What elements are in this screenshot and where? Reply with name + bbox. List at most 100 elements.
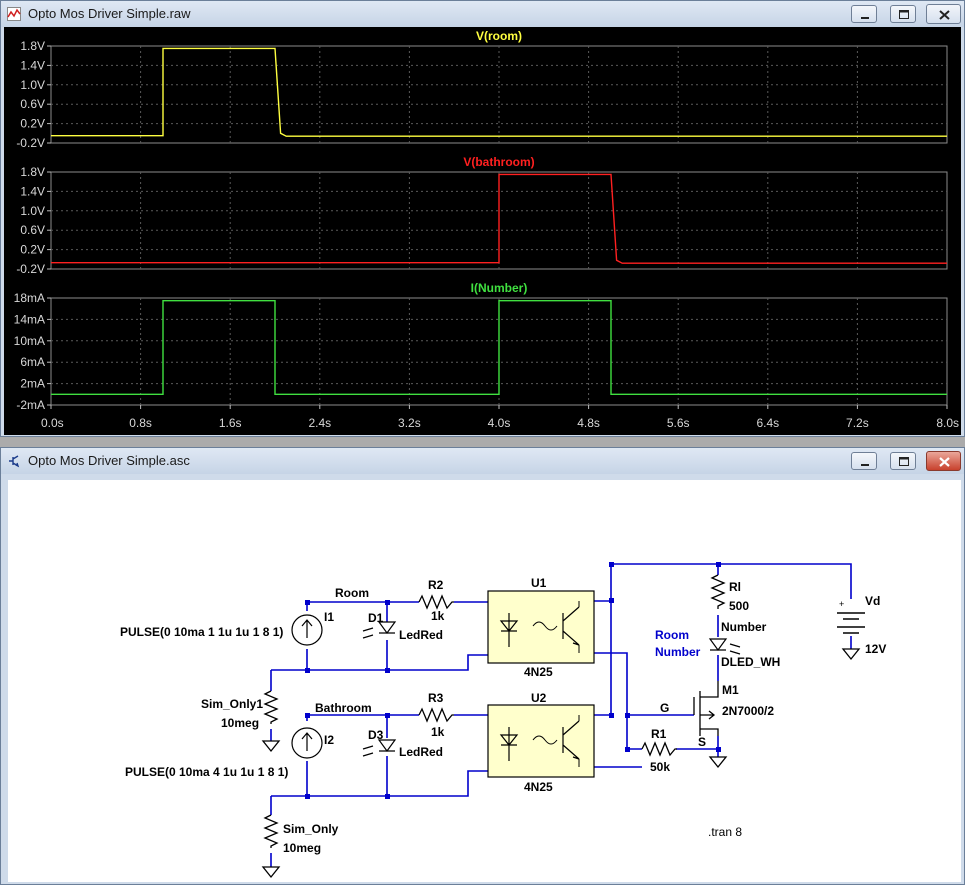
label-r2-value: 1k <box>431 609 445 623</box>
label-number-net: Number <box>721 620 767 634</box>
junction-dots <box>305 562 721 799</box>
x-tick-label: 7.2s <box>846 416 869 430</box>
minimize-icon <box>861 17 869 19</box>
y-tick-label: 0.6V <box>20 223 45 237</box>
resistors <box>263 574 726 848</box>
minimize-button[interactable] <box>851 5 877 23</box>
wires <box>270 563 852 867</box>
label-r1-value: 50k <box>650 760 670 774</box>
label-d1: D1 <box>368 611 384 625</box>
x-tick-label: 8.0s <box>936 416 959 430</box>
voltage-source-vd[interactable] <box>837 612 865 634</box>
y-tick-label: 1.8V <box>20 165 45 179</box>
label-d3-value: LedRed <box>399 745 443 759</box>
trace-title-2[interactable]: V(bathroom) <box>463 155 534 169</box>
label-sim1: Sim_Only1 <box>201 697 263 711</box>
y-tick-label: 14mA <box>14 312 45 326</box>
y-tick-label: 1.0V <box>20 78 45 92</box>
x-tick-label: 1.6s <box>219 416 242 430</box>
y-tick-label: 1.0V <box>20 204 45 218</box>
y-tick-label: 0.2V <box>20 243 45 257</box>
label-number-text: Number <box>655 645 701 659</box>
x-tick-label: 4.0s <box>488 416 511 430</box>
label-r3: R3 <box>428 691 444 705</box>
grounds <box>261 648 861 879</box>
schematic-titlebar[interactable]: Opto Mos Driver Simple.asc <box>1 448 964 474</box>
resistor-r2 <box>418 594 454 610</box>
led-d3[interactable] <box>362 739 397 757</box>
label-room-net: Room <box>335 586 369 600</box>
mosfet-m1[interactable] <box>693 681 719 736</box>
maximize-button[interactable] <box>890 5 916 23</box>
led-dled[interactable] <box>708 638 741 655</box>
label-sim2-value: 10meg <box>283 841 321 855</box>
trace-title-1[interactable]: V(room) <box>476 29 522 43</box>
schematic-window[interactable]: Opto Mos Driver Simple.asc <box>0 447 965 885</box>
y-tick-label: 1.4V <box>20 58 45 72</box>
label-bathroom-net: Bathroom <box>315 701 372 715</box>
close-icon <box>939 457 950 467</box>
y-tick-label: -0.2V <box>16 136 45 150</box>
label-sim2: Sim_Only <box>283 822 339 836</box>
label-dled-value: DLED_WH <box>721 655 780 669</box>
schematic-canvas[interactable]: Room Bathroom I1 PULSE(0 10ma 1 1u 1u 1 … <box>8 480 961 882</box>
y-tick-label: 1.4V <box>20 184 45 198</box>
schematic-minimize-button[interactable] <box>851 452 877 470</box>
schematic-close-button[interactable] <box>926 451 961 471</box>
x-tick-label: 4.8s <box>577 416 600 430</box>
waveform-background <box>4 27 961 435</box>
resistor-rl <box>710 574 726 609</box>
waveform-titlebar[interactable]: Opto Mos Driver Simple.raw <box>1 1 964 27</box>
waveform-app-icon <box>7 7 21 21</box>
label-i2: I2 <box>324 733 334 747</box>
y-tick-label: 18mA <box>14 291 45 305</box>
label-u2: U2 <box>531 691 547 705</box>
waveform-window-title: Opto Mos Driver Simple.raw <box>28 6 191 21</box>
trace-line-1[interactable] <box>51 47 947 137</box>
y-tick-label: 0.2V <box>20 117 45 131</box>
close-icon <box>939 10 950 20</box>
label-r1: R1 <box>651 727 667 741</box>
optocoupler-u1[interactable] <box>487 590 595 664</box>
x-tick-label: 6.4s <box>756 416 779 430</box>
minimize-icon <box>861 464 869 466</box>
schematic-maximize-button[interactable] <box>890 452 916 470</box>
waveform-plot-area[interactable]: 1.8V1.4V1.0V0.6V0.2V-0.2VV(room)1.8V1.4V… <box>4 27 961 435</box>
led-d1[interactable] <box>362 621 397 639</box>
label-u1-value: 4N25 <box>524 665 553 679</box>
battery-plus-sign: + <box>839 599 844 609</box>
restore-icon <box>899 457 909 466</box>
current-source-i2[interactable] <box>291 727 323 759</box>
y-tick-label: 2mA <box>20 377 45 391</box>
resistor-r3 <box>418 707 454 723</box>
label-room-text: Room <box>655 628 689 642</box>
label-i1: I1 <box>324 610 334 624</box>
trace-line-2[interactable] <box>51 173 947 264</box>
close-button[interactable] <box>926 4 961 24</box>
x-tick-label: 5.6s <box>667 416 690 430</box>
label-d3: D3 <box>368 728 384 742</box>
y-tick-label: 6mA <box>20 355 45 369</box>
resistor-sim1 <box>263 690 279 724</box>
y-tick-label: 10mA <box>14 334 45 348</box>
label-rl-value: 500 <box>729 599 749 613</box>
y-tick-label: 0.6V <box>20 97 45 111</box>
trace-title-3[interactable]: I(Number) <box>471 281 528 295</box>
label-m1-value: 2N7000/2 <box>722 704 774 718</box>
label-sim1-value: 10meg <box>221 716 259 730</box>
x-tick-label: 0.8s <box>129 416 152 430</box>
label-r3-value: 1k <box>431 725 445 739</box>
schematic-app-icon <box>9 455 20 468</box>
label-vd-value: 12V <box>865 642 886 656</box>
label-i1-value: PULSE(0 10ma 1 1u 1u 1 8 1) <box>120 625 283 639</box>
waveform-window[interactable]: Opto Mos Driver Simple.raw 1.8V 1.4V 1.0V 0… <box>0 0 965 437</box>
current-source-i1[interactable] <box>291 614 323 646</box>
label-rl: Rl <box>729 580 741 594</box>
optocoupler-u2[interactable] <box>487 704 595 778</box>
trace-line-3[interactable] <box>51 300 947 395</box>
y-tick-label: -0.2V <box>16 262 45 276</box>
label-m1: M1 <box>722 683 739 697</box>
resistor-r1 <box>641 741 677 757</box>
restore-icon <box>899 10 909 19</box>
x-tick-label: 2.4s <box>308 416 331 430</box>
